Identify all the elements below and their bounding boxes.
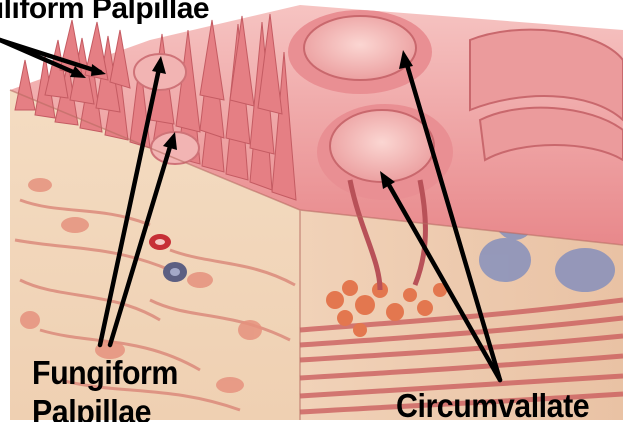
label-fungiform-line1: Fungiform [32, 353, 178, 392]
label-fungiform-line2: Palpillae [32, 392, 178, 422]
label-filiform-papillae: Filiform Palpillae [0, 0, 209, 24]
label-circumvallate: Circumvallate [396, 389, 589, 422]
label-fungiform-papillae: Fungiform Palpillae [32, 353, 178, 422]
mucosal-folds [470, 30, 623, 160]
